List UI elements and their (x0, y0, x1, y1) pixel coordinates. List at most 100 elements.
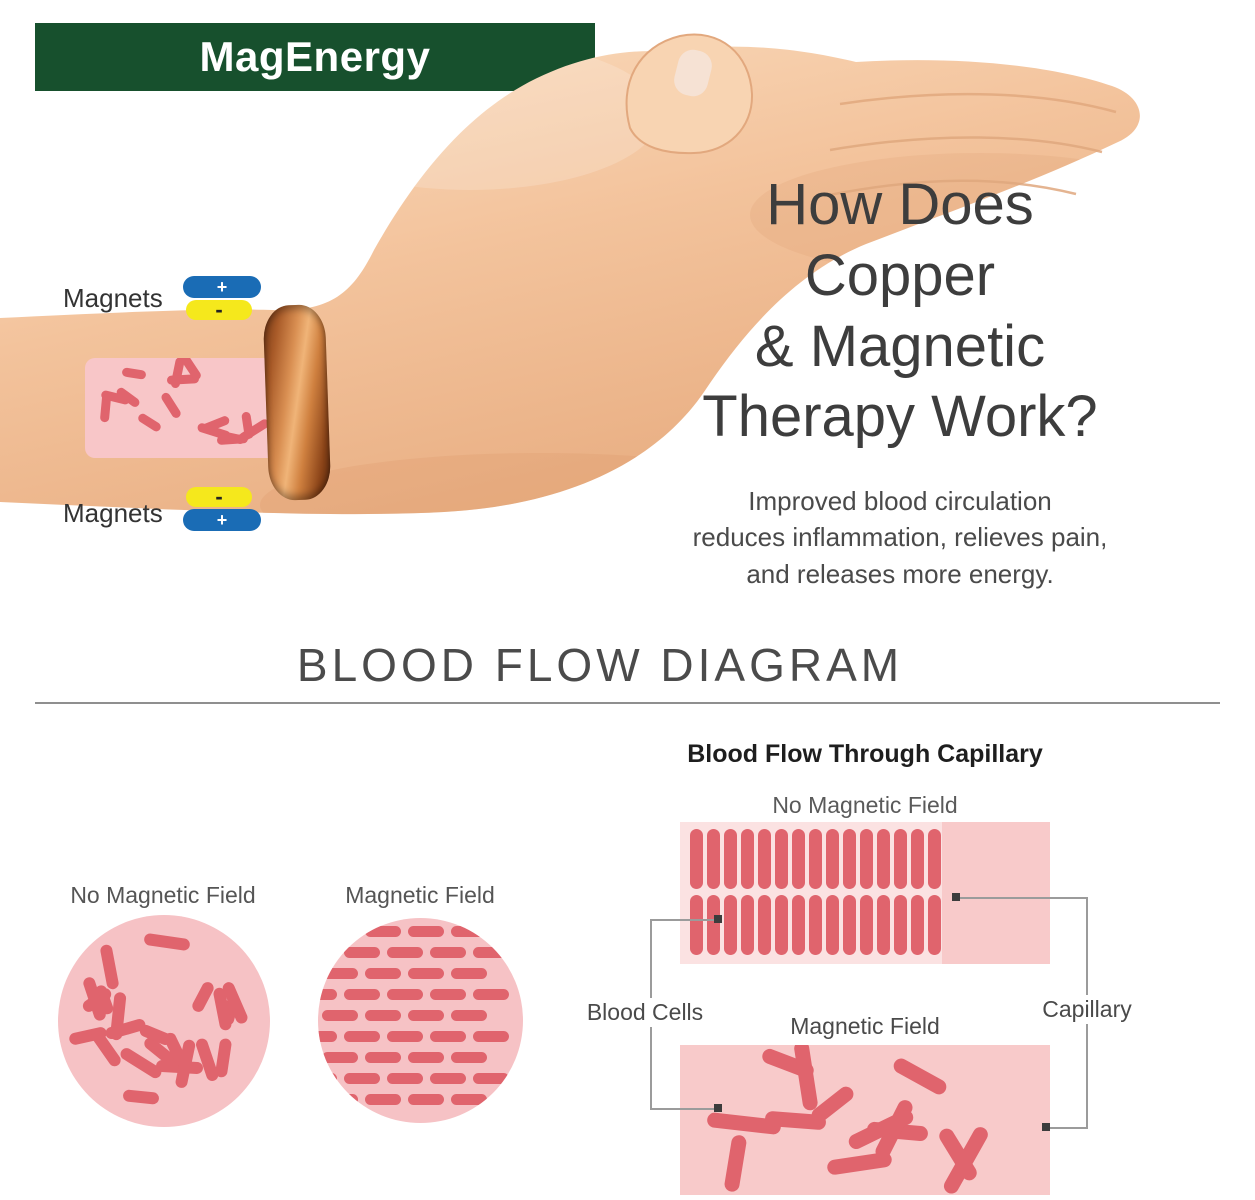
blood-cell (928, 829, 941, 889)
aligned-cells-circle (318, 918, 523, 1123)
blood-cell (741, 895, 754, 955)
headline-subtext: Improved blood circulation reduces infla… (610, 483, 1190, 592)
capillary-no-field (680, 822, 1050, 964)
blood-cell (826, 829, 839, 889)
blood-cell (386, 989, 423, 1000)
blood-cell (911, 895, 924, 955)
blood-cell (322, 1094, 358, 1105)
blood-cell (472, 989, 509, 1000)
blood-cell (860, 829, 873, 889)
blood-cell (408, 1052, 444, 1063)
minus-sign: - (215, 484, 223, 509)
blood-cell (429, 947, 466, 958)
blood-cell (891, 1056, 950, 1098)
blood-cell (911, 829, 924, 889)
blood-cell (792, 895, 805, 955)
blood-cell (386, 947, 423, 958)
blood-cell (429, 1031, 466, 1042)
blood-cell (792, 829, 805, 889)
blood-cell (843, 895, 856, 955)
blood-cell (343, 1073, 380, 1084)
blood-cell (136, 411, 163, 433)
magnetic-field-label: Magnetic Field (345, 882, 495, 908)
blood-cell (343, 989, 380, 1000)
magnet-positive-top: + (183, 276, 261, 298)
blood-cell (707, 895, 720, 955)
blood-cell (429, 1073, 466, 1084)
headline-line: How Does (766, 172, 1034, 237)
brand-banner: MagEnergy (35, 23, 595, 91)
headline: How Does Copper & Magnetic Therapy Work? (610, 170, 1190, 453)
copper-bracelet (262, 303, 332, 502)
finger-separation-lines (823, 92, 1117, 198)
blood-cell (122, 1088, 160, 1105)
connector-line (650, 919, 720, 921)
blood-cell (318, 1031, 337, 1042)
blood-cell (386, 1031, 423, 1042)
blood-cell (472, 947, 509, 958)
blood-cell (365, 926, 401, 937)
blood-cell (318, 989, 337, 1000)
connector-dot (714, 1104, 722, 1112)
blood-cell (451, 1052, 487, 1063)
subtext-line: reduces inflammation, relieves pain, (692, 522, 1108, 553)
capillary-no-field-label: No Magnetic Field (772, 792, 958, 818)
blood-cell (451, 1010, 487, 1021)
blood-cell (690, 895, 703, 955)
magnets-label-bottom: Magnets (63, 498, 163, 528)
blood-cell (809, 895, 822, 955)
magnet-positive-bottom: + (183, 509, 261, 531)
blood-cell (741, 829, 754, 889)
blood-cell (365, 1094, 401, 1105)
blood-cell (451, 926, 487, 937)
divider (35, 702, 1220, 704)
blood-cell (775, 895, 788, 955)
blood-cell (429, 989, 466, 1000)
scattered-cells-circle (58, 915, 270, 1127)
plus-sign: + (216, 510, 228, 530)
blood-cell (451, 968, 487, 979)
blood-cell (775, 829, 788, 889)
blood-cell (472, 1031, 509, 1042)
blood-cell (792, 1045, 819, 1111)
magnet-negative-top: - (186, 299, 252, 321)
magnetic-field-label-capillary: Magnetic Field (790, 1013, 940, 1039)
blood-cell (877, 895, 890, 955)
thumb-nail (674, 49, 712, 97)
blood-cell (343, 1031, 380, 1042)
blood-cell (322, 1010, 358, 1021)
blood-cell (928, 895, 941, 955)
connector-line (650, 1108, 720, 1110)
blood-cell (190, 980, 216, 1015)
brand-name: MagEnergy (199, 33, 431, 80)
blood-cell (758, 895, 771, 955)
blood-cell (690, 829, 703, 889)
blood-cell (826, 895, 839, 955)
blood-cell (322, 926, 358, 937)
blood-cell (318, 1073, 337, 1084)
connector-dot (714, 915, 722, 923)
magnets-label-top: Magnets (63, 283, 163, 313)
blood-cell (809, 829, 822, 889)
blood-cell (99, 943, 120, 991)
blood-cell (894, 895, 907, 955)
blood-cell (142, 932, 191, 952)
blood-cell (707, 829, 720, 889)
magnet-negative-bottom: - (186, 484, 252, 509)
blood-cell (843, 829, 856, 889)
blood-cell (758, 829, 771, 889)
blood-cell (322, 968, 358, 979)
blood-cell (343, 947, 380, 958)
connector-dot (952, 893, 960, 901)
connector-line (1048, 1127, 1088, 1129)
subtext-line: Improved blood circulation (748, 486, 1052, 516)
blood-cell (408, 968, 444, 979)
subtext-line: and releases more energy. (746, 558, 1054, 589)
no-magnetic-field-label: No Magnetic Field (70, 882, 256, 908)
blood-cell (724, 829, 737, 889)
capillary-title: Blood Flow Through Capillary (687, 740, 1043, 768)
blood-cell (894, 829, 907, 889)
blood-cell (408, 926, 444, 937)
connector-dot (1042, 1123, 1050, 1131)
